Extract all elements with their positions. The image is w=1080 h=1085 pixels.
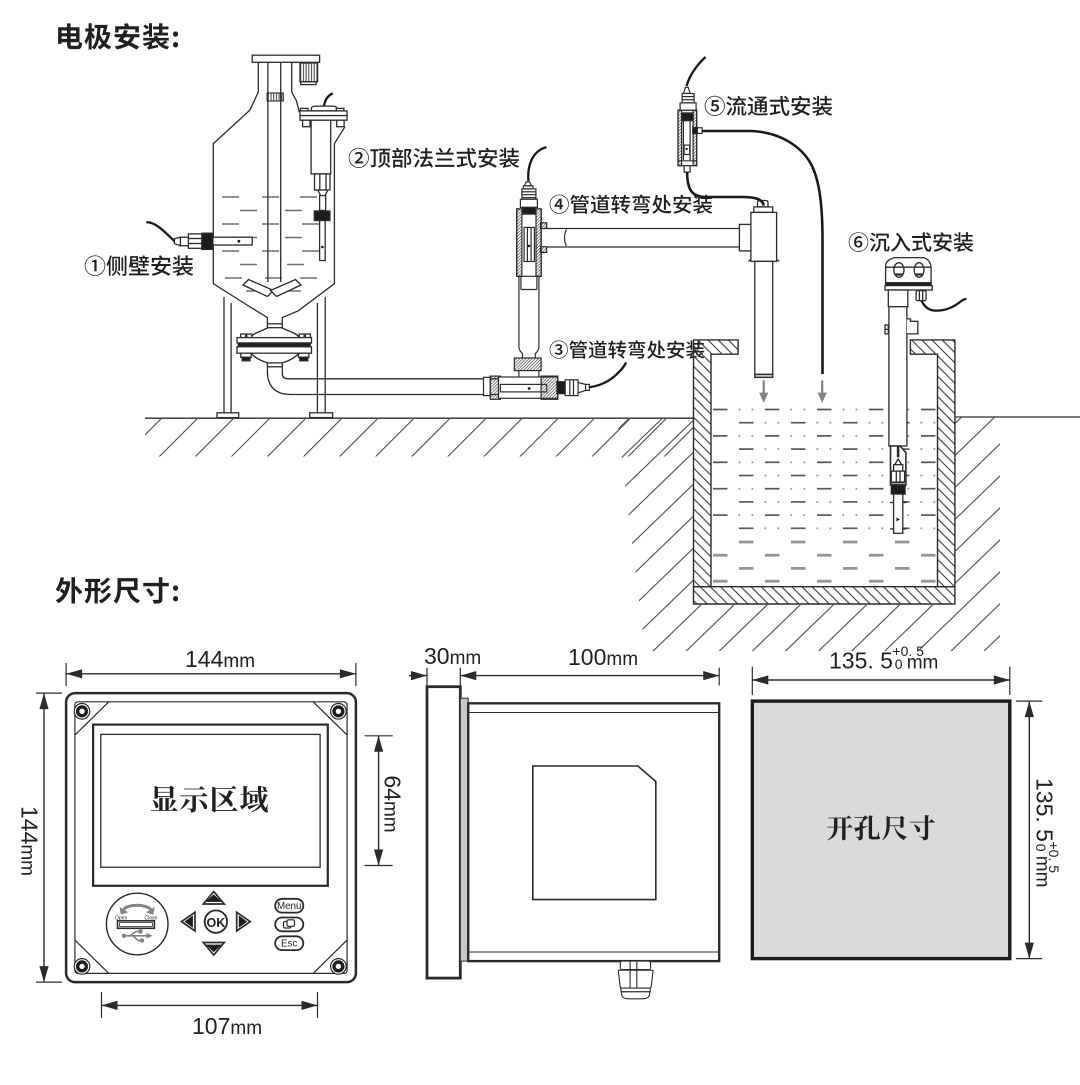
- svg-text:mm: mm: [907, 653, 939, 674]
- svg-text:144mm: 144mm: [185, 646, 255, 672]
- svg-text:144mm: 144mm: [17, 806, 43, 876]
- svg-text:64mm: 64mm: [380, 775, 406, 832]
- svg-text:Open: Open: [115, 916, 127, 922]
- svg-text:135. 5: 135. 5: [1032, 778, 1058, 842]
- svg-text:135. 5: 135. 5: [829, 648, 893, 674]
- svg-text:Menu: Menu: [277, 901, 302, 912]
- svg-text:30mm: 30mm: [424, 643, 481, 669]
- svg-text:107mm: 107mm: [192, 1013, 262, 1039]
- svg-text:OK: OK: [207, 916, 226, 930]
- svg-text:0: 0: [1033, 844, 1049, 852]
- svg-text:0: 0: [895, 656, 903, 672]
- svg-text:Close: Close: [145, 916, 158, 922]
- svg-text:Esc: Esc: [281, 939, 297, 950]
- svg-text:100mm: 100mm: [568, 644, 638, 670]
- svg-text:+0. 5: +0. 5: [1046, 842, 1062, 874]
- svg-text:mm: mm: [1032, 856, 1053, 888]
- svg-text:+0. 5: +0. 5: [892, 643, 924, 659]
